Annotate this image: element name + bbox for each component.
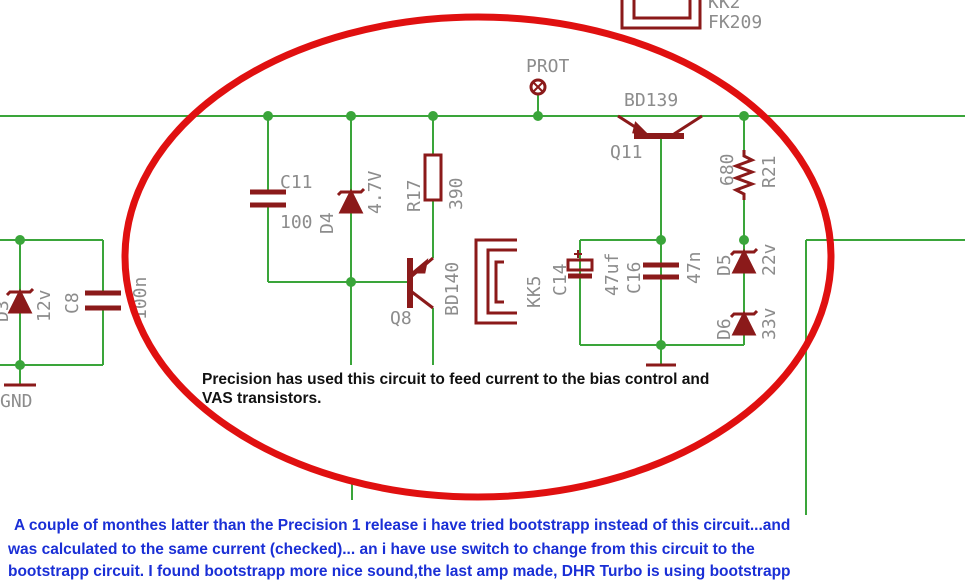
inner-annotation: Precision has used this circuit to feed … [202,371,710,407]
label-fk209: FK209 [708,12,762,33]
q8-transistor-icon [407,256,434,310]
label-r17: R17 [404,179,425,212]
label-r21-value: 680 [717,153,738,186]
label-r21: R21 [759,155,780,188]
label-d5-value: 22v [759,243,780,276]
component-labels: KK2 FK209 PROT BD139 Q11 C11 100 D4 4.7V… [0,0,780,412]
label-bd139: BD139 [624,90,678,111]
kk2-heatsink-icon [620,0,702,30]
label-d6: D6 [714,318,735,340]
annotation-line-3: bootstrapp circuit. I found bootstrapp m… [8,563,791,580]
junction-dots [15,111,749,370]
components [4,0,759,387]
label-d4-value: 4.7V [365,170,386,214]
label-d5: D5 [714,254,735,276]
highlight-ellipse [121,13,835,501]
r21-resistor-icon [731,150,757,200]
d5-zener-icon [729,247,759,274]
label-bd140: BD140 [442,262,463,316]
label-gnd: GND [0,391,33,412]
label-d4: D4 [317,212,338,234]
label-d6-value: 33v [759,307,780,340]
label-c14-value: 47uf [602,253,623,296]
label-kk2: KK2 [708,0,741,13]
d6-zener-icon [729,309,759,336]
label-q8: Q8 [390,308,412,329]
label-prot: PROT [526,56,570,77]
label-q11: Q11 [610,142,643,163]
label-c16-value: 47n [684,251,705,284]
d3-zener-icon [5,287,35,314]
c8-capacitor-icon [85,290,121,311]
label-c16: C16 [624,261,645,294]
label-d3: D3 [0,300,13,322]
r17-resistor-icon [423,153,443,202]
kk5-heatsink-icon [474,238,517,325]
label-c11-value: 100 [280,212,313,233]
label-d3-value: 12v [34,289,55,322]
q11-transistor-icon [617,114,703,139]
d4-zener-icon [336,187,366,214]
annotation-line-2: was calculated to the same current (chec… [8,541,755,558]
label-r17-value: 390 [446,177,467,210]
label-kk5: KK5 [524,275,545,308]
c11-capacitor-icon [250,189,286,208]
prot-pad-icon [529,78,547,96]
label-c14: C14 [550,263,571,296]
annotation-line-1: A couple of monthes latter than the Prec… [14,517,791,534]
c16-capacitor-icon [643,262,679,280]
label-c8: C8 [62,292,83,314]
c14-capacitor-icon [566,250,594,279]
label-c11: C11 [280,172,313,193]
